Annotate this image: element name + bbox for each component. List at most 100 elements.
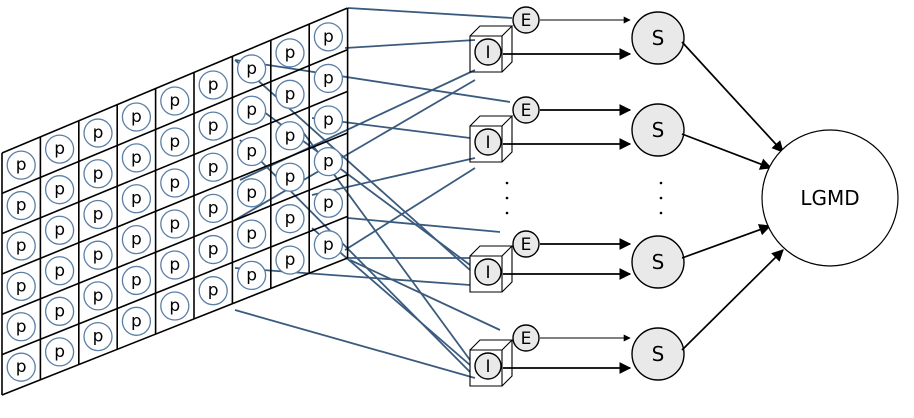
photoreceptor-node <box>275 204 305 234</box>
summation-label: S <box>652 250 665 274</box>
photoreceptor-node <box>83 281 113 311</box>
photoreceptor-node <box>44 296 75 326</box>
connection-line <box>234 267 471 286</box>
photoreceptor-node <box>160 127 190 157</box>
photoreceptor-label: p <box>169 214 180 234</box>
photoreceptor-node <box>198 193 228 224</box>
connection-line <box>344 39 476 49</box>
photoreceptor-label: p <box>16 317 27 337</box>
photoreceptor-label: p <box>169 132 180 152</box>
photoreceptor-node <box>121 102 152 132</box>
photoreceptor-node <box>6 352 36 382</box>
photoreceptor-label: p <box>54 139 65 159</box>
grid-line <box>1 215 348 356</box>
photoreceptor-label: p <box>246 265 257 285</box>
photoreceptor-node <box>313 63 344 94</box>
photoreceptor-label: p <box>208 157 219 177</box>
photoreceptor-label: p <box>93 286 104 306</box>
unit-group: IES <box>469 6 784 153</box>
photoreceptor-node <box>83 118 113 148</box>
photoreceptor-label: p <box>16 155 27 175</box>
summation-label: S <box>652 26 665 50</box>
photoreceptor-node <box>313 22 344 52</box>
photoreceptor-node <box>236 95 267 125</box>
grid-line <box>1 257 348 396</box>
photoreceptor-label: p <box>323 27 334 47</box>
photoreceptor-grid: pppppppppppppppppppppppppppppppppppppppp… <box>1 7 349 396</box>
photoreceptor-node <box>313 188 344 218</box>
photoreceptor-node <box>44 256 75 286</box>
photoreceptor-node <box>121 143 152 173</box>
connection-line <box>347 217 501 233</box>
photoreceptor-label: p <box>208 116 219 136</box>
connection-line <box>234 59 511 103</box>
photoreceptor-label: p <box>16 236 27 256</box>
photoreceptor-label: p <box>208 240 219 260</box>
photoreceptor-node <box>236 54 267 84</box>
connection-line <box>349 259 501 331</box>
photoreceptor-node <box>275 79 305 109</box>
photoreceptor-label: p <box>323 152 334 172</box>
photoreceptor-label: p <box>323 110 334 130</box>
photoreceptor-node <box>160 291 190 321</box>
photoreceptor-label: p <box>93 204 104 224</box>
photoreceptor-label: p <box>285 43 296 63</box>
connection-line <box>347 7 513 19</box>
summation-node <box>631 235 685 289</box>
photoreceptor-label: p <box>54 220 65 240</box>
photoreceptor-node <box>198 111 228 141</box>
summation-to-lgmd-arrow <box>681 249 784 351</box>
photoreceptor-node <box>198 234 228 265</box>
photoreceptor-node <box>236 136 267 167</box>
connection-line <box>344 167 476 251</box>
photoreceptor-node <box>83 240 113 270</box>
photoreceptor-label: p <box>169 91 180 111</box>
photoreceptor-node <box>160 250 190 280</box>
photoreceptor-label: p <box>16 357 27 377</box>
photoreceptor-label: p <box>285 209 296 229</box>
inhibition-box-edge <box>469 245 514 293</box>
photoreceptor-label: p <box>246 100 257 120</box>
photoreceptor-node <box>6 271 36 302</box>
connection-line <box>234 309 476 379</box>
photoreceptor-node <box>275 245 305 275</box>
photoreceptor-node <box>6 312 36 342</box>
photoreceptor-node <box>121 224 152 255</box>
photoreceptor-node <box>236 260 267 291</box>
connection-line <box>234 79 476 221</box>
photoreceptor-label: p <box>285 167 296 187</box>
photoreceptor-label: p <box>169 173 180 193</box>
excitation-node <box>512 324 540 352</box>
connection-line <box>239 139 471 373</box>
photoreceptor-label: p <box>16 276 27 296</box>
grid-line <box>1 173 348 316</box>
photoreceptor-label: p <box>131 311 142 331</box>
photoreceptor-label: p <box>285 84 296 104</box>
photoreceptor-label: p <box>285 126 296 146</box>
photoreceptor-node <box>44 134 75 164</box>
photoreceptor-label: p <box>323 235 334 255</box>
grid-line <box>1 7 348 154</box>
excitation-label: E <box>521 11 532 31</box>
lgmd-label: LGMD <box>800 186 859 210</box>
photoreceptor-node <box>236 178 267 208</box>
photoreceptor-node <box>83 159 113 189</box>
photoreceptor-label: p <box>54 261 65 281</box>
photoreceptor-node <box>121 265 152 296</box>
photoreceptor-label: p <box>169 296 180 316</box>
photoreceptor-node <box>313 146 344 177</box>
inhibition-node <box>474 38 502 66</box>
photoreceptor-label: p <box>246 183 257 203</box>
photoreceptor-label: p <box>323 193 334 213</box>
photoreceptor-label: p <box>208 281 219 301</box>
summation-node <box>631 11 685 65</box>
photoreceptor-node <box>198 152 228 182</box>
photoreceptor-node <box>275 121 305 151</box>
photoreceptor-label: p <box>131 189 142 209</box>
photoreceptor-label: p <box>131 107 142 127</box>
photoreceptor-label: p <box>208 75 219 95</box>
photoreceptor-node <box>160 209 190 239</box>
photoreceptor-node <box>44 175 75 205</box>
